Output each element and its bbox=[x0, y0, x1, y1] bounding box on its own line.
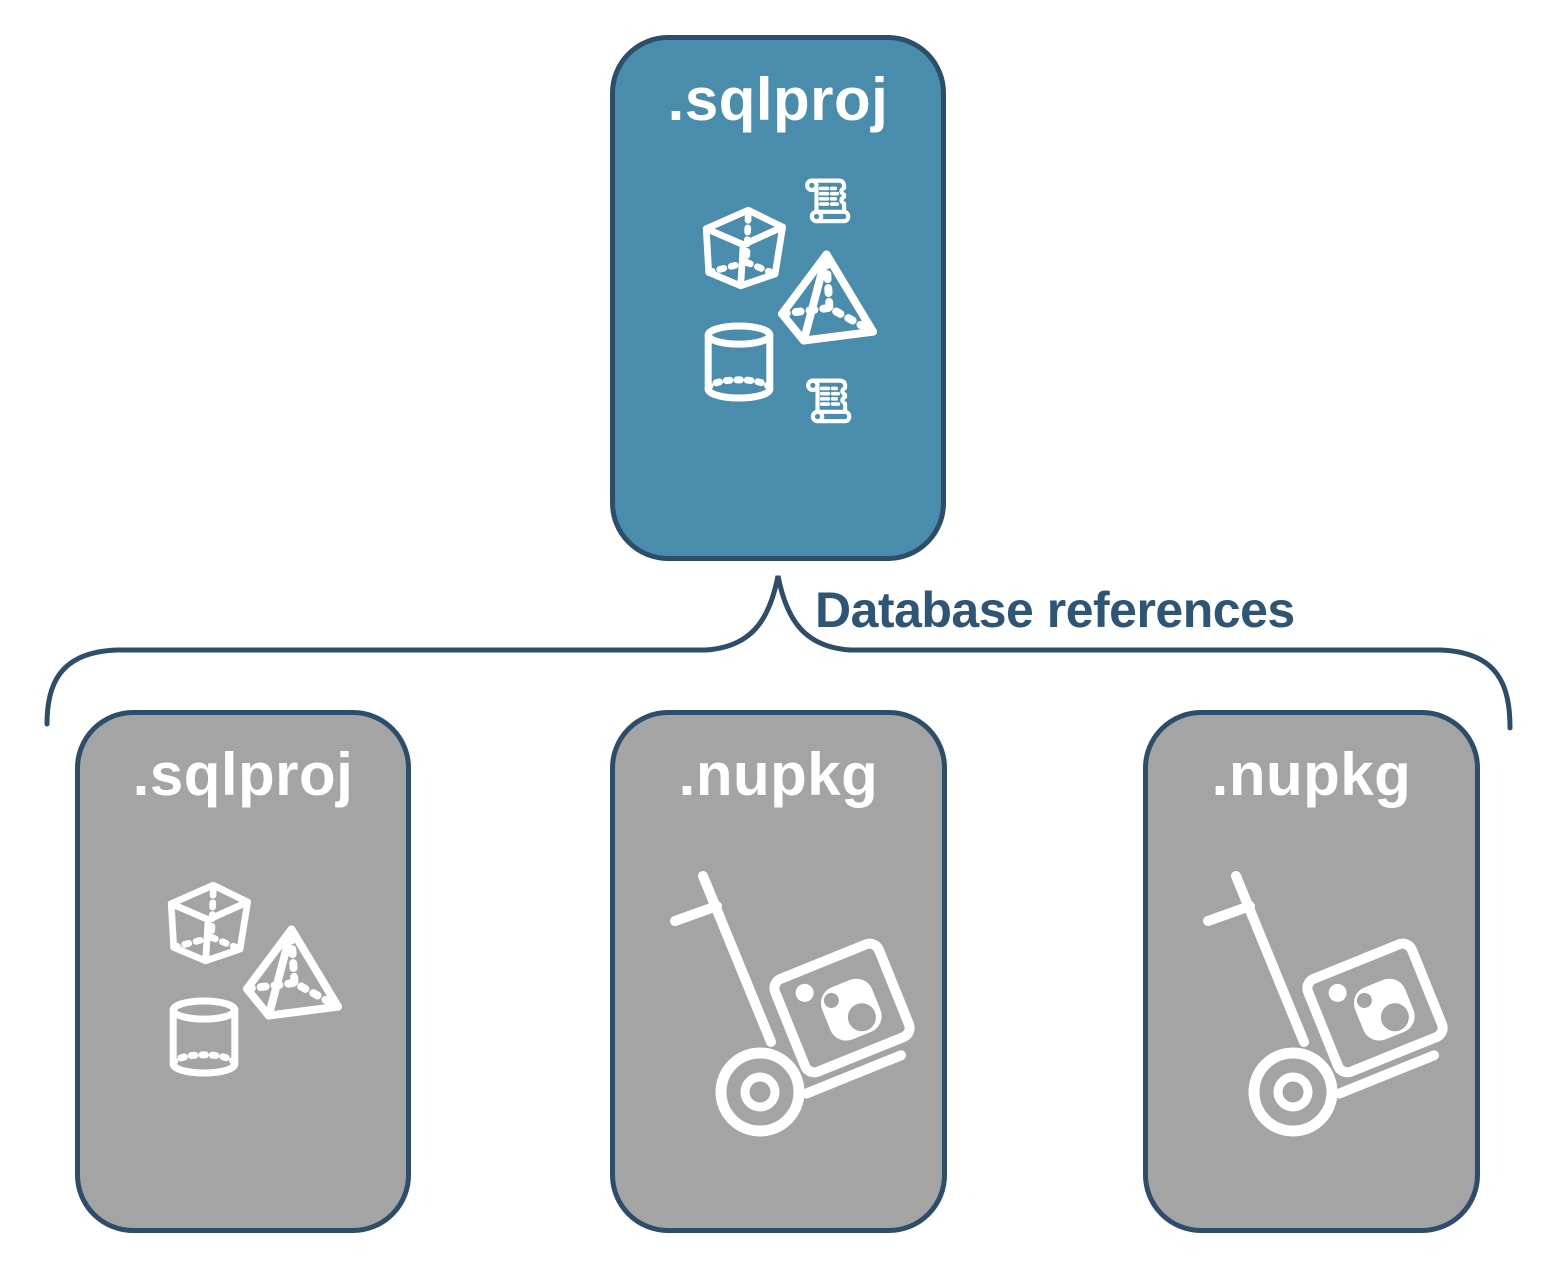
node-title: .nupkg bbox=[1211, 741, 1412, 808]
cylinder-icon bbox=[704, 321, 774, 403]
scroll-icon bbox=[804, 376, 856, 430]
cube-icon bbox=[701, 206, 787, 290]
cube-icon bbox=[166, 881, 252, 965]
node-child-nupkg-2: .nupkg bbox=[1143, 710, 1480, 1233]
node-root-sqlproj: .sqlproj bbox=[610, 35, 946, 561]
cylinder-icon bbox=[169, 996, 239, 1078]
edge-label: Database references bbox=[815, 582, 1295, 638]
node-title: .nupkg bbox=[678, 741, 879, 808]
node-title: .sqlproj bbox=[132, 741, 354, 808]
node-child-nupkg-1: .nupkg bbox=[610, 710, 947, 1233]
node-child-sqlproj: .sqlproj bbox=[75, 710, 411, 1233]
node-title: .sqlproj bbox=[667, 66, 889, 133]
nuget-dolly-icon bbox=[1202, 870, 1454, 1142]
pyramid-icon bbox=[778, 250, 877, 345]
nuget-dolly-icon bbox=[669, 870, 921, 1142]
pyramid-icon bbox=[243, 925, 342, 1020]
scroll-icon bbox=[803, 176, 855, 230]
